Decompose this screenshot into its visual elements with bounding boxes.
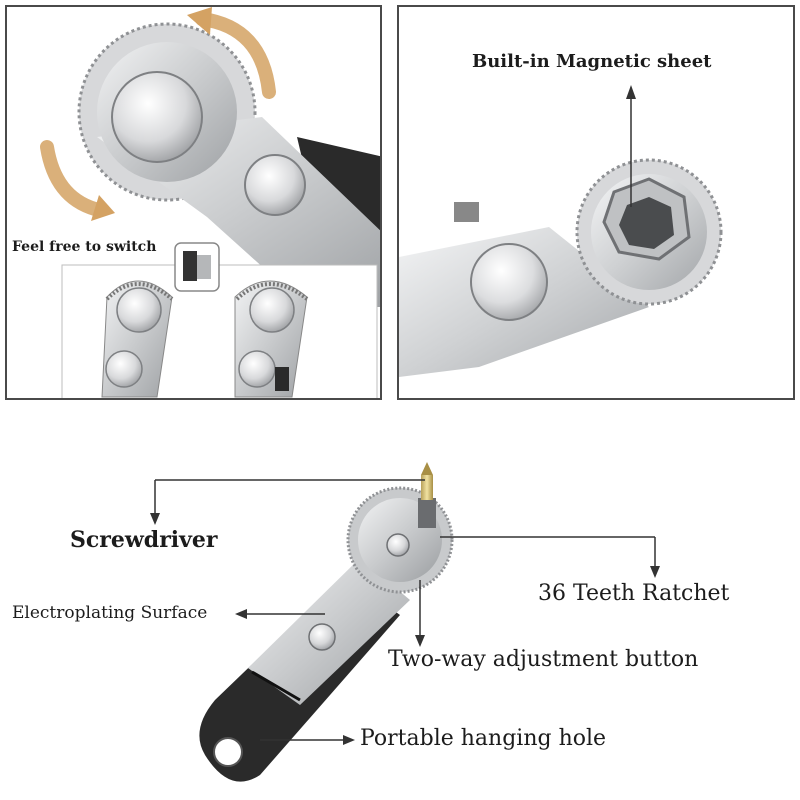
magnet-closeup-illustration [399, 85, 723, 377]
magnetic-sheet-panel: Built-in Magnetic sheet [397, 5, 795, 400]
ratchet-closeup-illustration [40, 7, 380, 398]
ratchet-label: 36 Teeth Ratchet [538, 581, 730, 606]
hanging-hole-label: Portable hanging hole [360, 726, 607, 751]
switch-direction-panel: Feel free to switch [5, 5, 382, 400]
surface-label: Electroplating Surface [12, 603, 208, 623]
magnet-label: Built-in Magnetic sheet [472, 51, 712, 72]
switch-caption: Feel free to switch [12, 239, 157, 255]
ratchet-screwdriver-illustration [150, 462, 660, 782]
inset-ratchet-right [234, 280, 309, 398]
screwdriver-label: Screwdriver [70, 527, 218, 553]
inset-ratchet-left [101, 280, 174, 398]
adjustment-button-label: Two-way adjustment button [388, 647, 699, 672]
